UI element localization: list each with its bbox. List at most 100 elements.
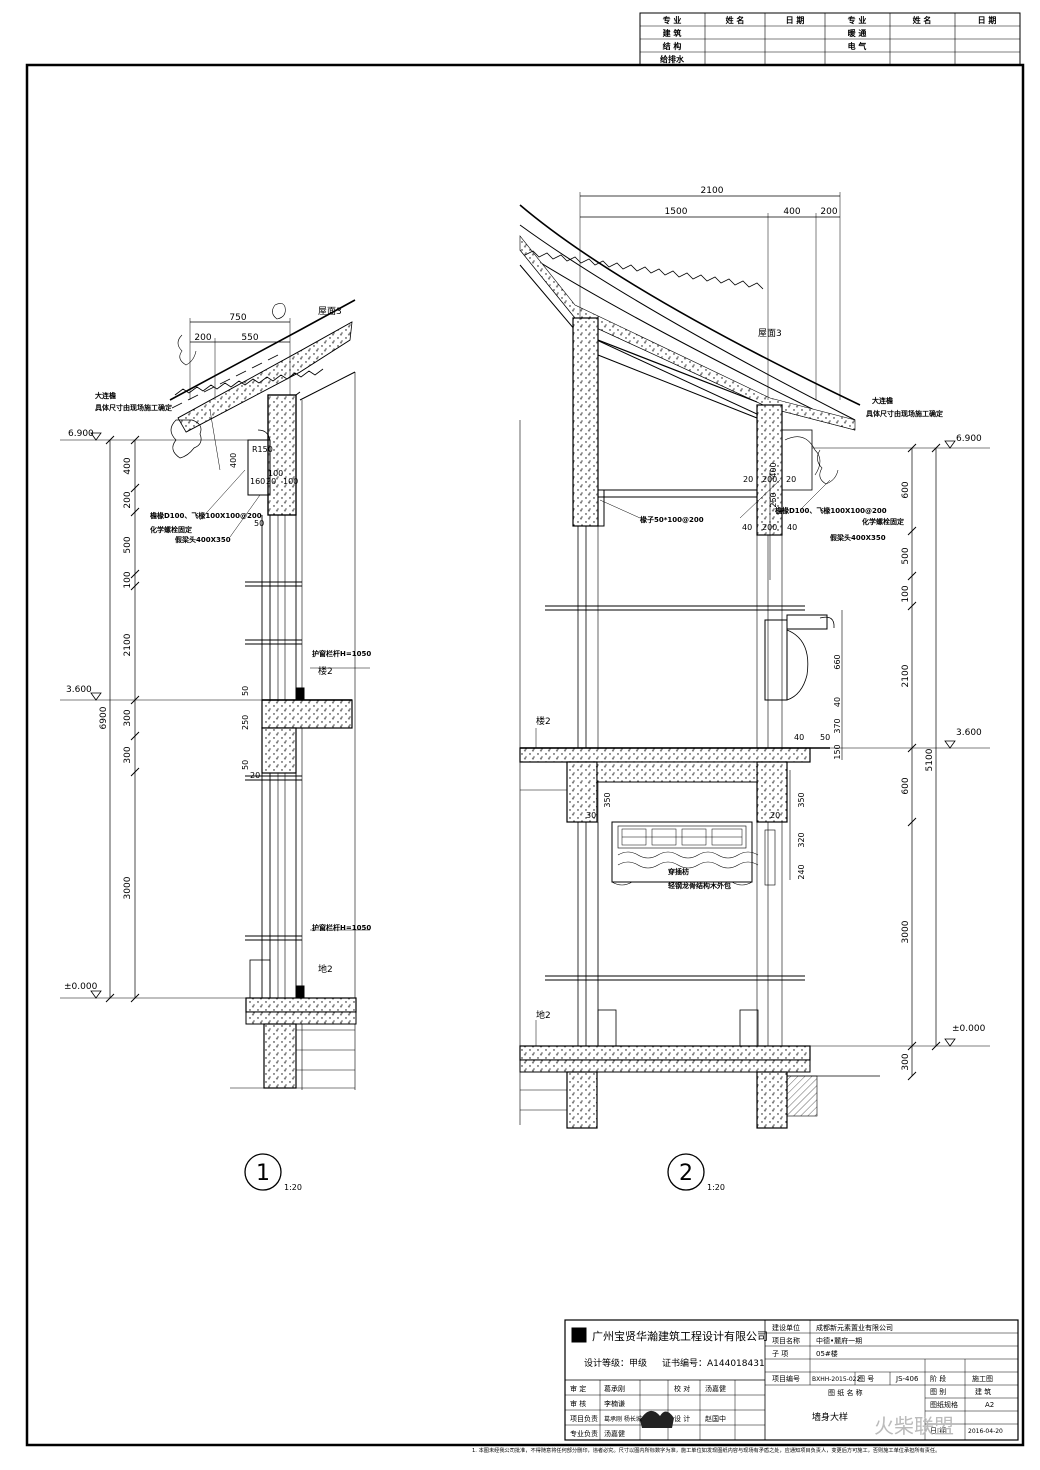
d1-small-dim-3: 160: [250, 477, 265, 486]
tb-role-name-0: 葛承刚: [604, 1384, 625, 1393]
d1-small-dim-7: 50: [241, 686, 250, 696]
tb-date: 2016-04-20: [968, 1428, 1003, 1435]
tb-drawno: JS-406: [895, 1375, 919, 1383]
d1-dim-550: 550: [241, 333, 258, 343]
d2-dim-400: 400: [783, 207, 800, 217]
tb-discipline: 建 筑: [975, 1387, 991, 1396]
tb-check-name: 汤嘉健: [705, 1384, 726, 1393]
d1-level-mid: 3.600: [66, 685, 92, 695]
watermark: 火柴联盟: [874, 1414, 954, 1438]
d1-floor-label: 楼2: [318, 665, 333, 677]
d2-idim-11: 40: [742, 523, 752, 532]
d2-idim-1: 40: [833, 697, 842, 707]
d1-dim-750: 750: [229, 313, 246, 323]
d1-eave-note-1: 大连檐: [95, 391, 116, 400]
d2-idim-13: 40: [787, 523, 797, 532]
signoff-row-1-discipline-2: 电 气: [848, 41, 867, 51]
d2-idim-0: 660: [833, 654, 842, 669]
d2-panel-note-2: 轻钢龙骨结构木外包: [668, 881, 731, 890]
signoff-row-1-discipline: 结 构: [663, 41, 682, 51]
tb-role-name-2: 葛承刚 杨长城: [604, 1415, 642, 1423]
d2-idim-18: 250: [769, 492, 778, 507]
d1-vdim-1: 200: [123, 491, 133, 508]
tb-role-2: 项目负责: [570, 1414, 598, 1423]
signoff-table: 专 业 姓 名 日 期 专 业 姓 名 日 期 建 筑 暖 通 结 构 电 气 …: [639, 12, 1021, 66]
d2-number: 2: [679, 1161, 693, 1186]
d2-dim-1500: 1500: [665, 207, 688, 217]
tb-project-label: 项目名称: [772, 1336, 800, 1345]
signoff-header-5: 日 期: [978, 15, 997, 25]
d2-rdim-4: 5100: [925, 748, 935, 771]
d1-scale: 1:20: [284, 1183, 302, 1192]
d1-railing-1: 护窗栏杆H=1050: [312, 649, 371, 658]
d1-level-top: 6.900: [68, 429, 94, 439]
d2-beam-note: 假梁头400X350: [830, 533, 886, 542]
d1-vdim-6: 300: [123, 746, 133, 763]
d2-idim-5: 50: [820, 733, 830, 742]
signoff-header-2: 日 期: [786, 15, 805, 25]
tb-role-1: 审 核: [570, 1399, 586, 1408]
d1-vdim-2: 500: [123, 536, 133, 553]
tb-stage-label: 阶 段: [930, 1374, 946, 1383]
d1-number: 1: [256, 1161, 270, 1186]
signoff-row-0-discipline: 建 筑: [662, 28, 682, 38]
d2-idim-17: 20: [770, 811, 780, 820]
d2-idim-6: 350: [603, 792, 612, 807]
d1-dim-200: 200: [194, 333, 211, 343]
signature-stamp-icon: [640, 1410, 674, 1428]
tb-size-label: 图纸规格: [930, 1400, 958, 1409]
d1-roof-label: 屋面3: [318, 306, 342, 317]
d2-idim-7: 350: [797, 792, 806, 807]
d2-rafter-note: 檐椽D100、飞椽100X100@200: [775, 506, 887, 515]
d2-eave-note-1: 大连檐: [872, 396, 893, 405]
sheet-border: [25, 63, 1025, 1447]
d2-idim-8: 320: [797, 832, 806, 847]
tb-name: 墙身大样: [812, 1411, 848, 1423]
tb-check-label: 校 对: [674, 1384, 690, 1393]
d2-eave-note-2: 具体尺寸由现场施工确定: [865, 409, 943, 418]
d1-eave-note-2: 具体尺寸由现场施工确定: [94, 403, 172, 412]
signoff-row-0-discipline-2: 暖 通: [848, 28, 867, 38]
d2-scale: 1:20: [707, 1183, 725, 1192]
signoff-header-0: 专 业: [663, 15, 682, 25]
tb-stage: 施工图: [972, 1374, 993, 1383]
d1-vdim-7: 3000: [123, 876, 133, 899]
tb-company: 广州宝贤华瀚建筑工程设计有限公司: [592, 1329, 768, 1343]
tb-role-3: 专业负责: [570, 1429, 598, 1438]
d2-rdim-1: 500: [901, 547, 911, 564]
d1-level-base: ±0.000: [64, 982, 98, 992]
d2-panel-note-1: 穿插枋: [668, 867, 689, 876]
signoff-header-4: 姓 名: [912, 15, 932, 25]
d2-rdim-7: 300: [901, 1053, 911, 1070]
d2-ground-label: 地2: [536, 1009, 551, 1021]
d2-rdim-5: 600: [901, 777, 911, 794]
d1-small-dim-0: R150: [252, 445, 273, 454]
signoff-row-2-discipline: 给排水: [660, 54, 685, 64]
d2-roof-label: 屋面3: [758, 328, 782, 339]
d2-idim-4: 150: [833, 744, 842, 759]
d1-rafter-note: 檐椽D100、飞椽100X100@200: [150, 511, 262, 520]
signoff-header-1: 姓 名: [725, 15, 745, 25]
tb-role-name-3: 汤嘉健: [604, 1429, 625, 1438]
d2-rdim-3: 2100: [901, 664, 911, 687]
tb-sub-label: 子 项: [772, 1350, 788, 1358]
d1-small-dim-8: 250: [241, 715, 250, 730]
d1-small-dim-2: 100: [268, 469, 283, 478]
wall-section-detail-1: [60, 299, 370, 1191]
detail-2-labels: 2100 1500 400 200 屋面3 大连檐 具体尺寸由现场施工确定 6.…: [536, 186, 986, 1192]
d2-level-base: ±0.000: [952, 1024, 986, 1034]
tb-footnote: 1. 本图未经我公司批准，不得随意将任何部分删印，违者必究。尺寸以图内所标数字为…: [472, 1446, 940, 1454]
d2-rdim-6: 3000: [901, 920, 911, 943]
tb-drawno-label: 图 号: [858, 1375, 874, 1383]
tb-project: 中德•麓府一期: [816, 1336, 862, 1345]
d2-dim-total: 2100: [701, 186, 724, 196]
d1-small-dim-1: 400: [229, 453, 238, 468]
tb-client: 成都新元素置业有限公司: [816, 1323, 893, 1332]
tb-cert: 证书编号：A144018431: [662, 1357, 765, 1369]
d2-idim-10: 30: [586, 811, 596, 820]
tb-name-label: 图 纸 名 称: [828, 1388, 863, 1397]
d1-small-dim-4: 20: [266, 477, 276, 486]
signoff-header-3: 专 业: [848, 15, 867, 25]
d2-joist-note: 椽子50*100@200: [639, 515, 704, 524]
